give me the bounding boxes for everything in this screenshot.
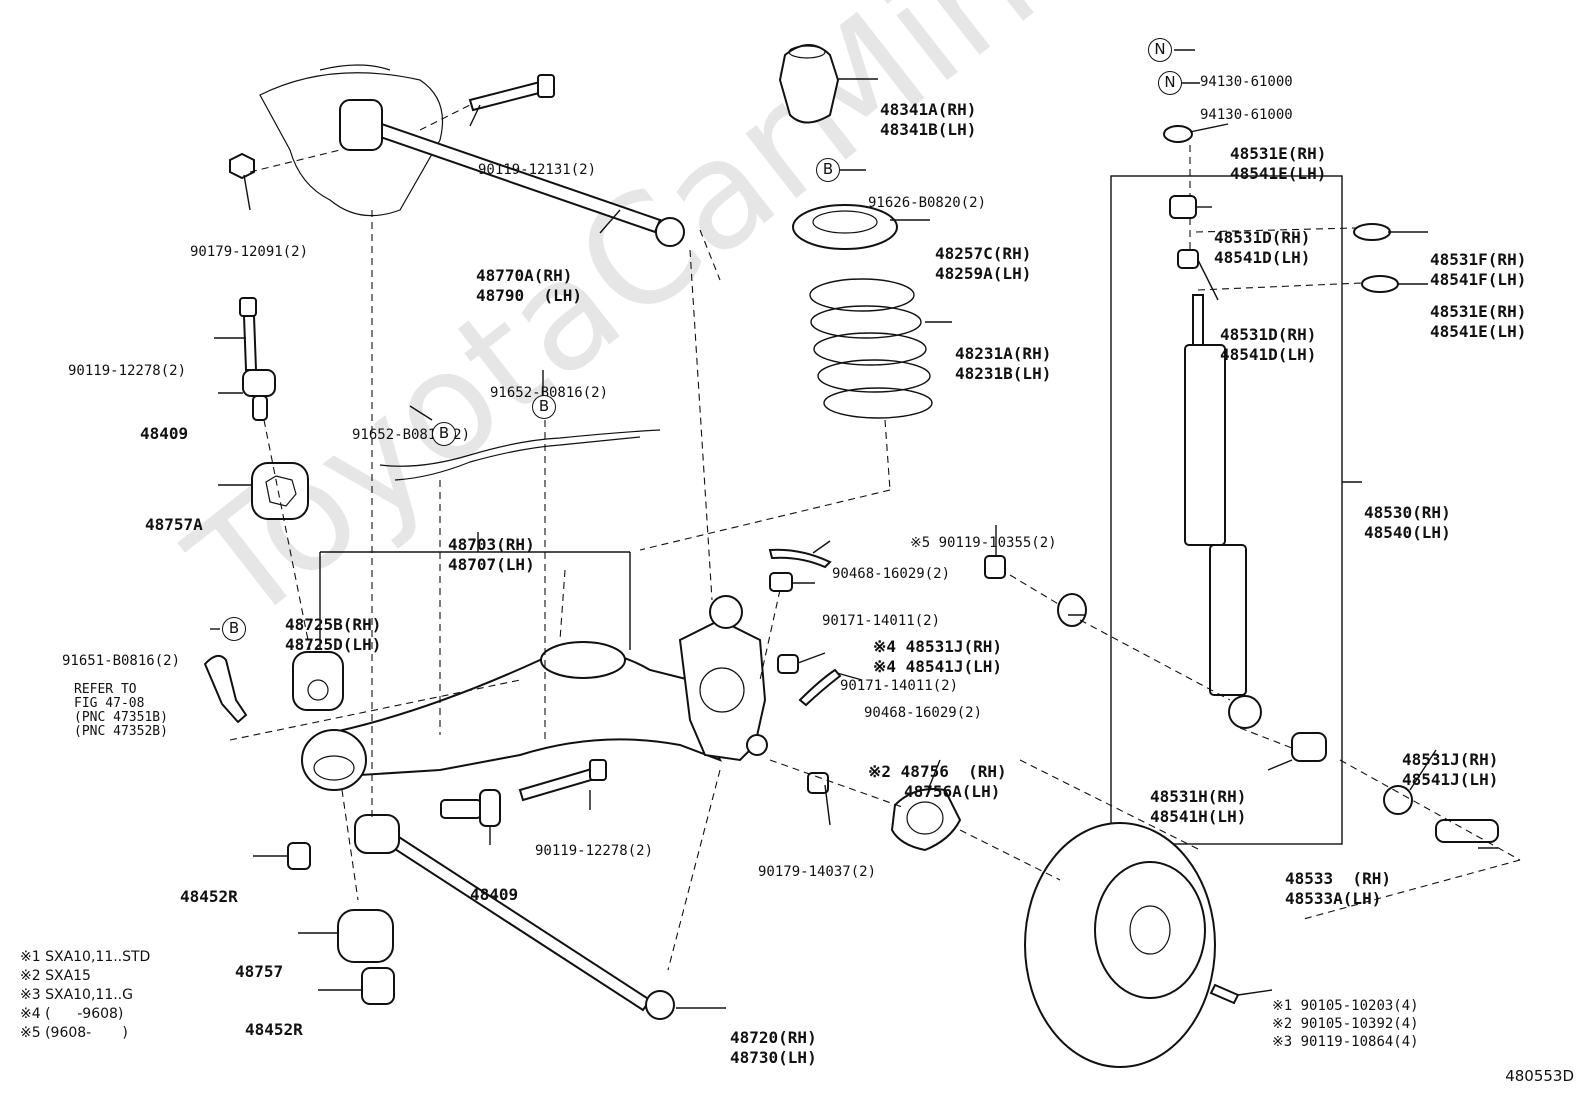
nut-48452R-b xyxy=(361,967,395,1005)
part-label-48452R-b: 48452R xyxy=(245,1020,303,1039)
cushion-48531F xyxy=(1353,223,1391,241)
part-label-48409-b: 48409 xyxy=(470,885,519,904)
part-label-91652-a: 91652-B0816(2) xyxy=(490,385,609,401)
cushion-48531E-b xyxy=(1361,275,1399,293)
lower-rod-end xyxy=(645,990,675,1020)
collar-48409-a xyxy=(242,369,276,397)
part-label-90171-b: 90171-14011(2) xyxy=(840,678,959,694)
part-label-48531D-b: 48531D(RH)48541D(LH) xyxy=(1220,325,1317,364)
part-label-48531F: 48531F(RH)48541F(LH) xyxy=(1430,250,1527,289)
pin-90468-a xyxy=(768,548,832,569)
part-label-48409-a: 48409 xyxy=(140,424,189,443)
upper-rod-bushing xyxy=(339,99,383,151)
bushing-48725 xyxy=(292,651,344,711)
nut-48452R-a xyxy=(287,842,311,870)
bump-stopper xyxy=(778,44,840,124)
part-label-90179-12091: 90179-12091(2) xyxy=(190,244,309,260)
nut-90171-a xyxy=(769,572,793,592)
part-label-48531E-a: 48531E(RH)48541E(LH) xyxy=(1230,144,1327,183)
lower-rod-bushing xyxy=(354,814,400,854)
shock-rod xyxy=(1192,294,1204,346)
bolt-90119-12278-a xyxy=(239,297,257,317)
part-label-90179-14037: 90179-14037(2) xyxy=(758,864,877,880)
figure-code: 480553D xyxy=(1505,1067,1574,1085)
part-label-48756: ※2 48756 (RH)48756A(LH) xyxy=(868,762,1007,801)
applicability-notes: ※1 SXA10,11..STD※2 SXA15※3 SXA10,11..G※4… xyxy=(20,949,151,1041)
body-outline xyxy=(259,72,444,217)
part-label-48720: 48720(RH)48730(LH) xyxy=(730,1028,817,1067)
bolt-90119-12131 xyxy=(468,80,545,112)
part-label-48531D-a: 48531D(RH)48541D(LH) xyxy=(1214,228,1311,267)
part-label-48770: 48770A(RH)48790 (LH) xyxy=(476,266,582,305)
part-label-48341: 48341A(RH)48341B(LH) xyxy=(880,100,977,139)
part-label-90468-a: 90468-16029(2) xyxy=(832,566,951,582)
part-label-90468-b: 90468-16029(2) xyxy=(864,705,983,721)
part-label-90119-12278-b: 90119-12278(2) xyxy=(535,843,654,859)
part-label-48531E-b: 48531E(RH)48541E(LH) xyxy=(1430,302,1527,341)
part-label-90105: ※1 90105-10203(4)※2 90105-10392(4)※3 901… xyxy=(1272,998,1419,1050)
bushing-48531J-b xyxy=(1383,785,1413,815)
shock-lower-eye xyxy=(1228,695,1262,729)
callout-b-icon: B xyxy=(816,158,840,182)
callout-b-icon: B xyxy=(222,617,246,641)
bushing-48757A xyxy=(251,462,309,520)
shock-group-frame xyxy=(1110,175,1343,845)
bushing-48531J-a xyxy=(1057,593,1087,627)
bracket-refer xyxy=(203,654,248,724)
seal-48756 xyxy=(890,788,962,852)
part-label-91651: 91651-B0816(2) xyxy=(62,653,181,669)
part-label-48231: 48231A(RH)48231B(LH) xyxy=(955,344,1052,383)
part-label-48452R-a: 48452R xyxy=(180,887,238,906)
nut-90171-b xyxy=(777,654,799,674)
callout-n-icon: N xyxy=(1148,38,1172,62)
hub-bolt xyxy=(1209,983,1240,1005)
cushion-48531D-a xyxy=(1169,195,1197,219)
nut-90179-14037 xyxy=(807,772,829,794)
nut-90179-12091 xyxy=(229,152,255,180)
part-label-90119-10355: ※5 90119-10355(2) xyxy=(910,535,1057,551)
bolt-90119-12278-b xyxy=(518,766,600,802)
coil-spring xyxy=(809,278,933,419)
collar-48409-b xyxy=(440,799,482,819)
lower-arm-48703 xyxy=(318,651,723,777)
part-label-90119-12278-a: 90119-12278(2) xyxy=(68,363,187,379)
upper-rod-end xyxy=(655,217,685,247)
part-label-94130-b: 94130-61000 xyxy=(1200,107,1293,123)
part-label-91626: 91626-B0820(2) xyxy=(868,195,987,211)
part-label-90119-12131: 90119-12131(2) xyxy=(478,162,597,178)
part-label-48530: 48530(RH)48540(LH) xyxy=(1364,503,1451,542)
pin-90468-b xyxy=(798,668,842,707)
shock-absorber-body xyxy=(1184,344,1226,546)
part-label-48725: 48725B(RH)48725D(LH) xyxy=(285,615,382,654)
cushion-48531E-a xyxy=(1163,125,1193,143)
callout-b-icon: B xyxy=(532,395,556,419)
callout-n-icon: N xyxy=(1158,71,1182,95)
part-label-48757A: 48757A xyxy=(145,515,203,534)
part-label-48703: 48703(RH)48707(LH) xyxy=(448,535,535,574)
part-label-94130-a: 94130-61000 xyxy=(1200,74,1293,90)
cushion-48531D-b xyxy=(1177,249,1199,269)
part-label-48533: 48533 (RH)48533A(LH) xyxy=(1285,869,1391,908)
hub-flange xyxy=(1094,861,1206,999)
assembly-lines xyxy=(229,104,1521,971)
arm-bushing-end xyxy=(301,729,367,791)
part-label-90171-a: 90171-14011(2) xyxy=(822,613,941,629)
part-label-48257: 48257C(RH)48259A(LH) xyxy=(935,244,1032,283)
bushing-48531H xyxy=(1291,732,1327,762)
bolt-90119-10355 xyxy=(984,555,1006,579)
bushing-48757 xyxy=(337,909,394,963)
part-label-48531J-b: 48531J(RH)48541J(LH) xyxy=(1402,750,1499,789)
callout-b-icon: B xyxy=(432,422,456,446)
part-label-48531H: 48531H(RH)48541H(LH) xyxy=(1150,787,1247,826)
part-label-48531J-a: ※4 48531J(RH)※4 48541J(LH) xyxy=(873,637,1002,676)
spring-seat-pad xyxy=(540,641,626,679)
shock-absorber-lower xyxy=(1209,544,1247,696)
part-label-48757: 48757 xyxy=(235,962,284,981)
sensor-wire xyxy=(379,429,661,467)
